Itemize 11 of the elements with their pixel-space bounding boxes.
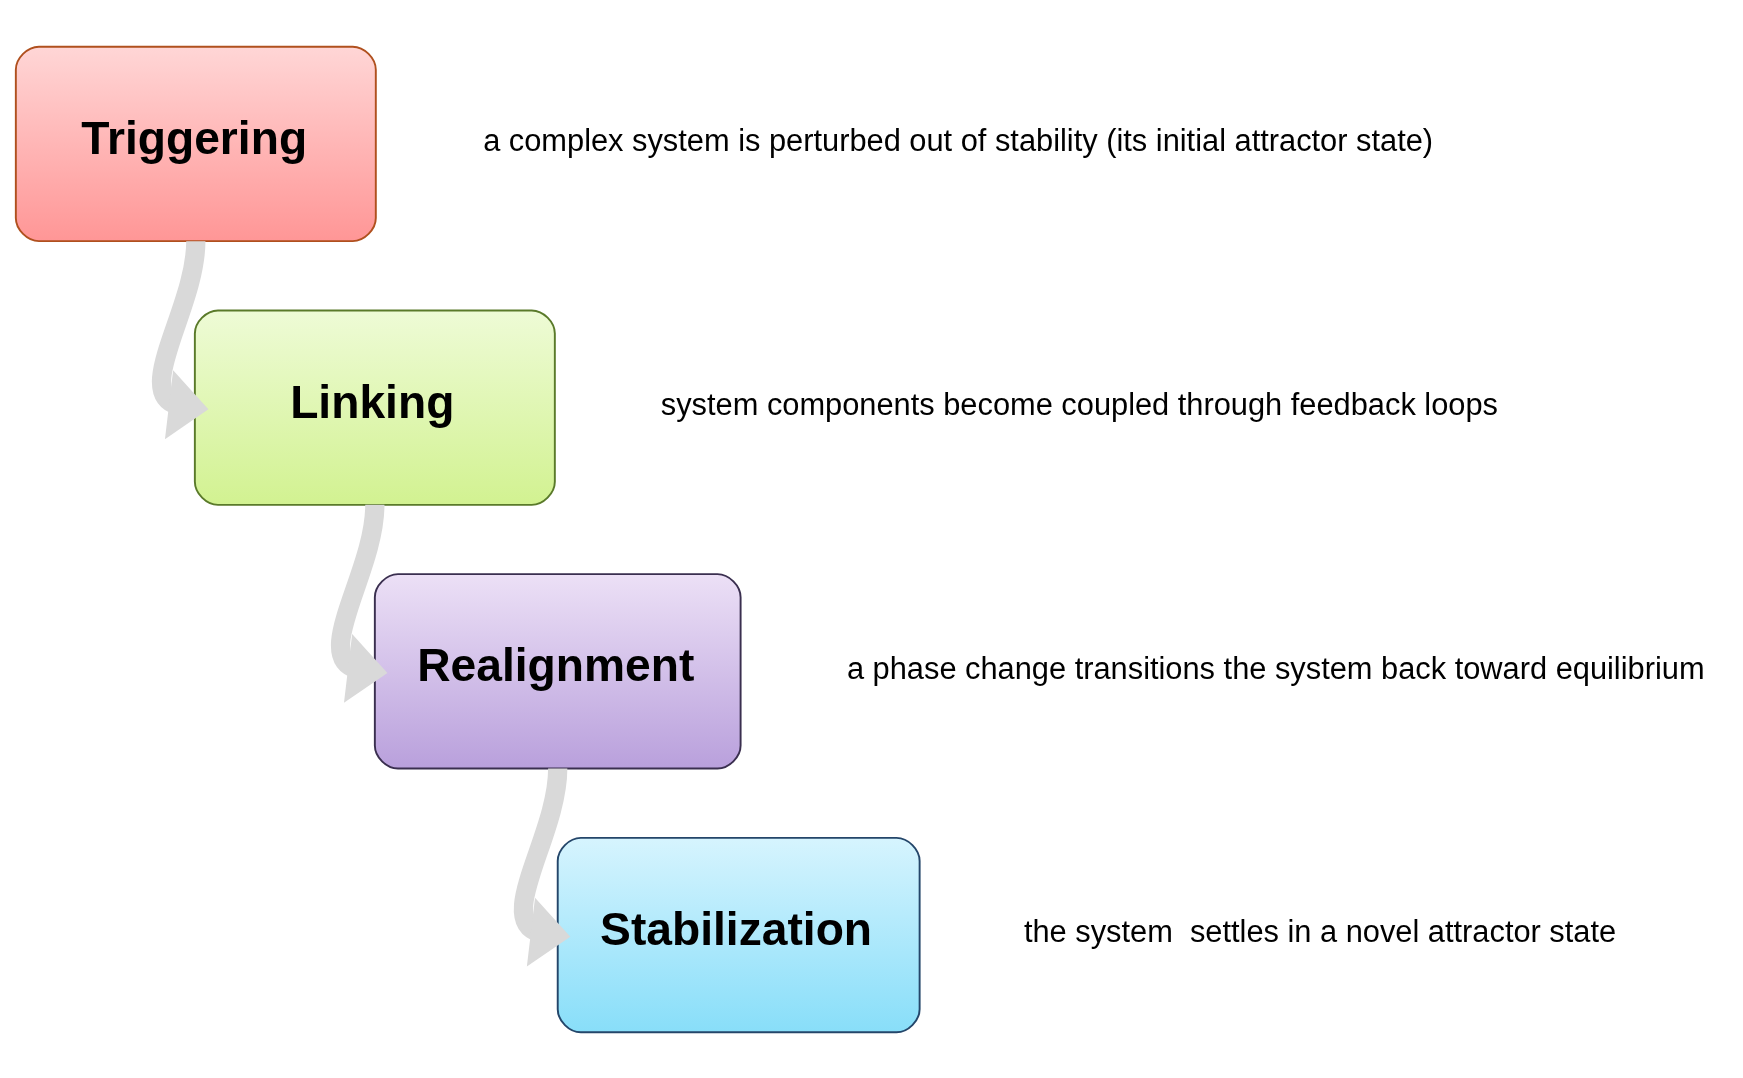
node-box: Realignment bbox=[373, 572, 742, 770]
node-box: Stabilization bbox=[556, 836, 921, 1033]
node-label: a complex system is perturbed out of stability (its initial attractor state) bbox=[483, 122, 1434, 158]
node-label: the system settles in a novel attractor state bbox=[1023, 913, 1617, 949]
arrow bbox=[513, 767, 571, 967]
arrow bbox=[151, 239, 209, 439]
node-label: a phase change transitions the system back toward equilibrium bbox=[846, 650, 1705, 686]
node-label: system components become coupled through feedback loops bbox=[660, 386, 1498, 422]
node-box: Triggering bbox=[14, 45, 377, 242]
node-box: Linking bbox=[193, 308, 556, 506]
arrow bbox=[331, 503, 388, 703]
